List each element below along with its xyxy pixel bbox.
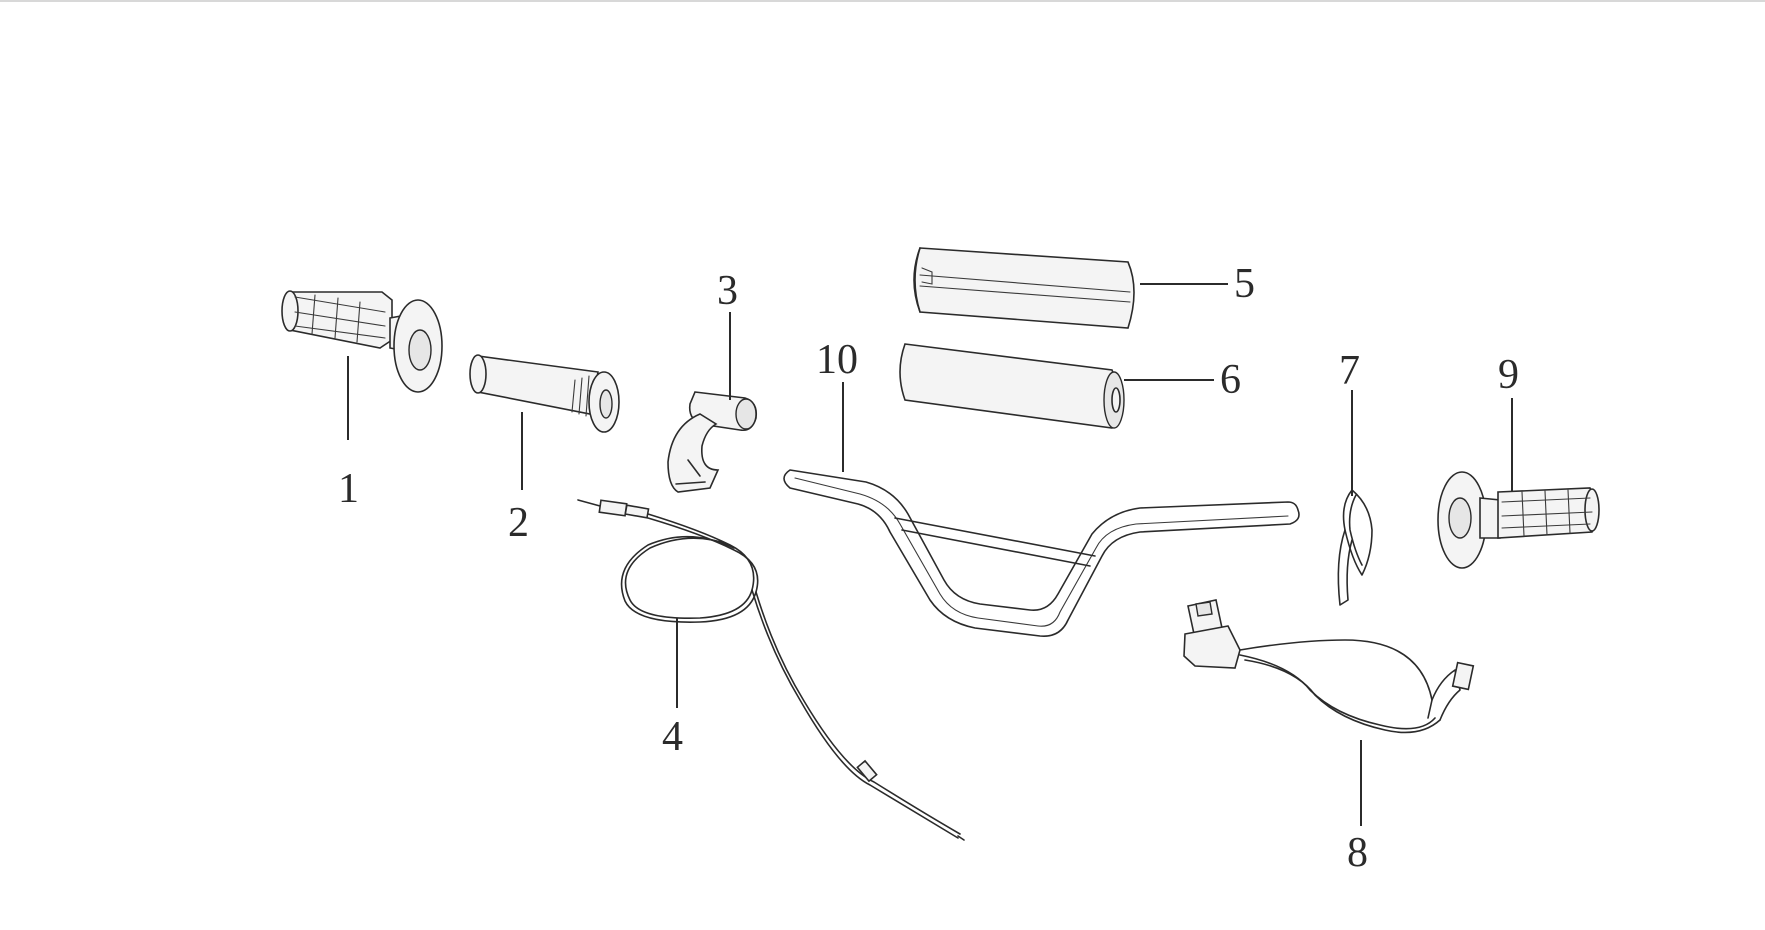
part-8-kill-switch[interactable] — [1184, 600, 1473, 732]
callout-4: 4 — [662, 714, 683, 760]
callout-7: 7 — [1339, 348, 1360, 394]
callout-8: 8 — [1347, 830, 1368, 876]
callout-6: 6 — [1220, 357, 1241, 403]
callout-2: 2 — [508, 500, 529, 546]
part-6-crossbar-pad[interactable] — [900, 344, 1124, 428]
callout-1: 1 — [338, 466, 359, 512]
part-5-crossbar-pad[interactable] — [914, 248, 1134, 328]
callout-5: 5 — [1234, 261, 1255, 307]
part-10-handlebar[interactable] — [784, 470, 1299, 636]
part-2-throttle-tube[interactable] — [470, 355, 619, 432]
part-7-cable-tie[interactable] — [1338, 490, 1372, 605]
top-border — [0, 0, 1765, 2]
part-4-throttle-cable[interactable] — [578, 500, 964, 840]
callout-9: 9 — [1498, 352, 1519, 398]
callout-3: 3 — [717, 268, 738, 314]
part-1-left-grip[interactable] — [282, 291, 442, 392]
part-3-throttle-housing[interactable] — [668, 392, 756, 492]
part-9-right-grip[interactable] — [1438, 472, 1599, 568]
callout-10: 10 — [816, 337, 858, 383]
